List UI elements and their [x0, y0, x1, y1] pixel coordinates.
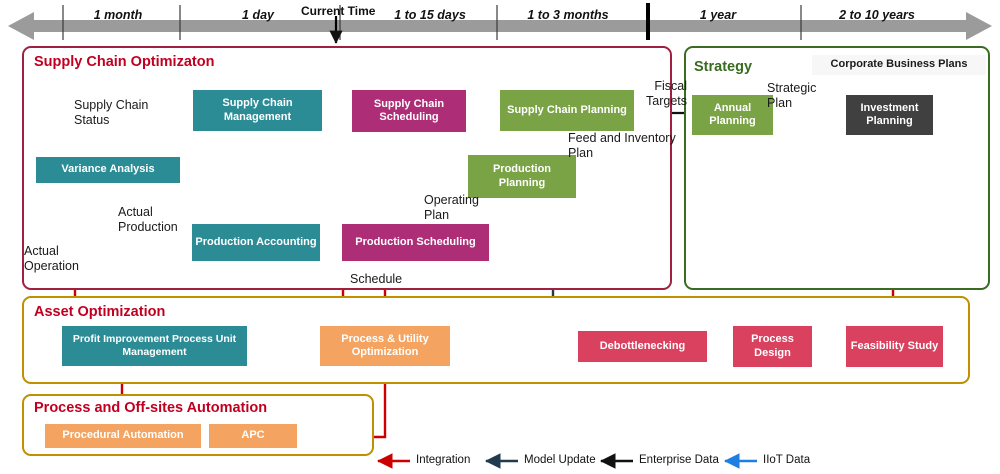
node-supply-chain-management[interactable]: Supply Chain Management	[193, 90, 322, 131]
node-debottlenecking[interactable]: Debottlenecking	[578, 331, 707, 362]
panel-title-supply-chain: Supply Chain Optimizaton	[34, 54, 215, 70]
panel-title-strategy: Strategy	[694, 59, 753, 75]
node-apc[interactable]: APC	[209, 424, 297, 448]
timeline-label-0: 1 month	[93, 8, 143, 22]
legend-item-iiot-data: IIoT Data	[763, 454, 811, 466]
annotation-schedule: Schedule	[350, 272, 403, 286]
node-production-scheduling[interactable]: Production Scheduling	[342, 224, 489, 261]
node-variance-analysis[interactable]: Variance Analysis	[36, 157, 180, 183]
panel-strategy	[684, 46, 990, 290]
annotation-fiscal-targets: Fiscal Targets	[646, 79, 687, 108]
node-production-planning[interactable]: Production Planning	[468, 155, 576, 198]
node-process-design[interactable]: Process Design	[733, 326, 812, 367]
annotation-actual-operation: Actual Operation	[24, 244, 79, 273]
annotation-operating-plan: Operating Plan	[424, 193, 479, 222]
node-supply-chain-scheduling[interactable]: Supply Chain Scheduling	[352, 90, 466, 132]
annotation-actual-production: Actual Production	[118, 205, 178, 234]
annotation-strategic-plan: Strategic Plan	[767, 81, 817, 110]
panel-title-automation: Process and Off-sites Automation	[34, 400, 268, 416]
annotation-supply-chain-status: Supply Chain Status	[74, 98, 149, 127]
node-feasibility-study[interactable]: Feasibility Study	[846, 326, 943, 367]
timeline-label-3: 1 to 3 months	[527, 8, 609, 22]
timeline-label-4: 1 year	[699, 8, 737, 22]
legend-item-integration: Integration	[416, 454, 471, 466]
annotation-feed-inventory-plan: Feed and Inventory Plan	[568, 131, 676, 160]
current-time-label: Current Time	[301, 4, 376, 18]
timeline-label-5: 2 to 10 years	[839, 8, 915, 22]
legend-item-model-update: Model Update	[524, 454, 596, 466]
panel-title-asset: Asset Optimization	[34, 304, 166, 320]
node-procedural-automation[interactable]: Procedural Automation	[45, 424, 201, 448]
node-production-accounting[interactable]: Production Accounting	[192, 224, 320, 261]
node-investment-planning[interactable]: Investment Planning	[846, 95, 933, 135]
node-annual-planning[interactable]: Annual Planning	[692, 95, 773, 135]
timeline-label-1: 1 day	[242, 8, 274, 22]
node-process-utility-optimization[interactable]: Process & Utility Optimization	[320, 326, 450, 366]
node-corporate-business-plans[interactable]: Corporate Business Plans	[812, 55, 986, 75]
node-supply-chain-planning[interactable]: Supply Chain Planning	[500, 90, 634, 131]
node-profit-improvement[interactable]: Profit Improvement Process Unit Manageme…	[62, 326, 247, 366]
timeline-label-2: 1 to 15 days	[394, 8, 466, 22]
legend-item-enterprise-data: Enterprise Data	[639, 454, 719, 466]
